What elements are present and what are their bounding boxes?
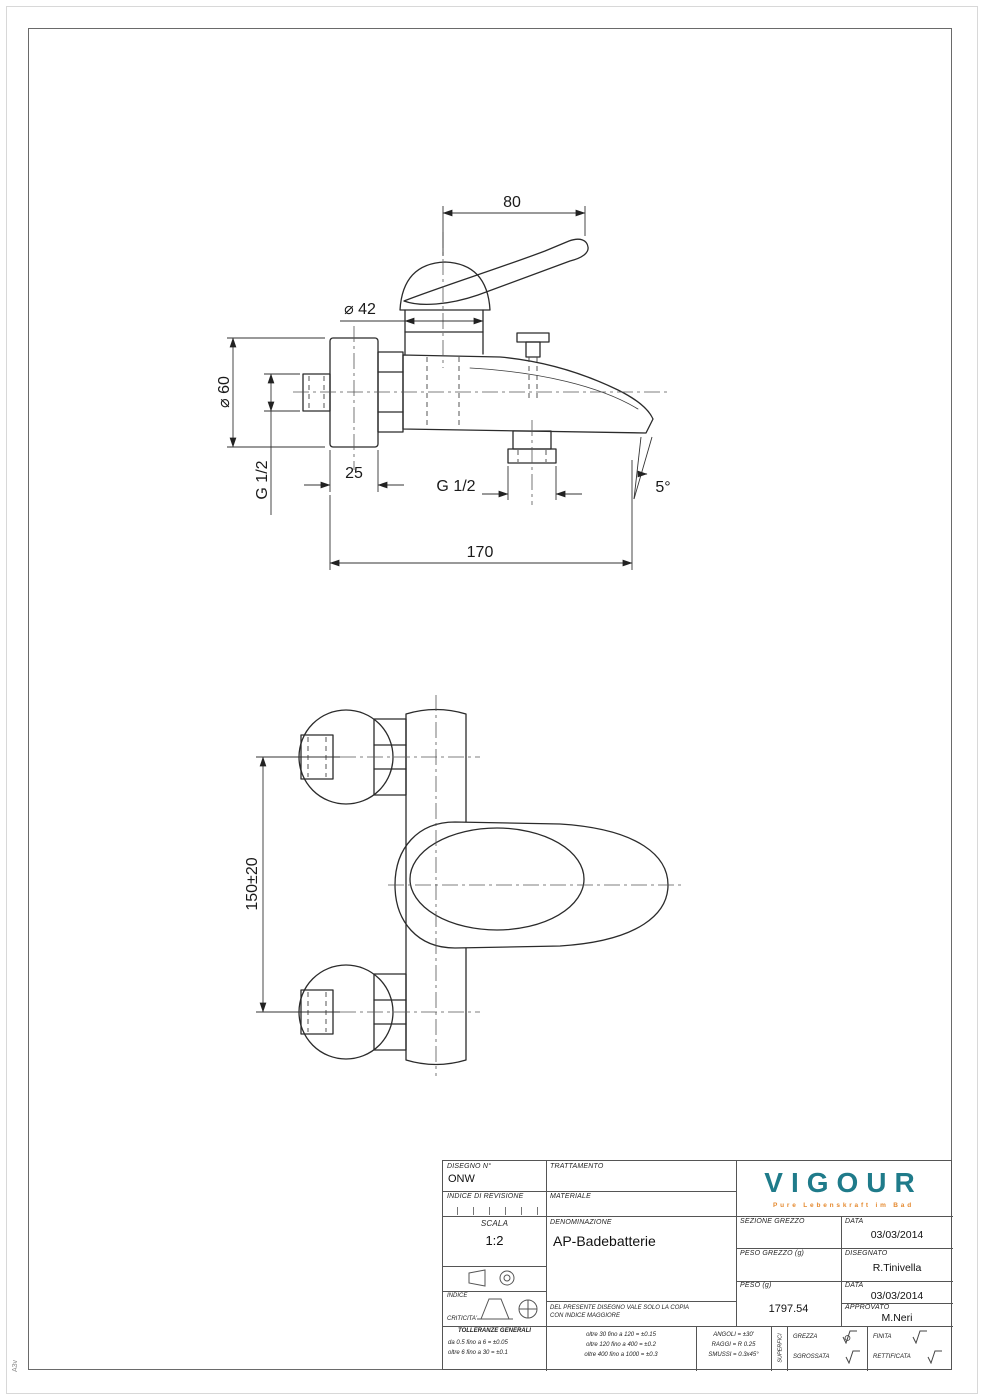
superficie-grezza: GREZZA: [793, 1334, 818, 1340]
hidden-lines: [307, 357, 547, 1032]
divider: [546, 1161, 547, 1371]
disegnato-value: R.Tinivella: [872, 1262, 922, 1274]
denominazione-value: AP-Badebatterie: [553, 1233, 656, 1249]
divider: [443, 1191, 736, 1192]
revision-tick: [457, 1207, 458, 1215]
tolleranza-line: oltre 400 fino a 1000 = ±0.3: [584, 1352, 658, 1358]
divider: [867, 1326, 868, 1371]
dimension-lines: [227, 206, 653, 1013]
dim-thread-bottom: G 1/2: [436, 478, 475, 495]
superficie-sgrossata: SGROSSATA: [793, 1354, 830, 1360]
data2-label: DATA: [845, 1282, 864, 1289]
dim-170: 170: [467, 544, 494, 561]
superficie-rettificata: RETTIFICATA: [873, 1354, 911, 1360]
revision-tick: [505, 1207, 506, 1215]
projection-symbol-icon: [465, 1269, 525, 1287]
dim-25: 25: [345, 465, 363, 482]
dim-thread-side: G 1/2: [254, 460, 271, 499]
peso-label: PESO (g): [740, 1282, 772, 1289]
superfici-label: SUPERFICI: [777, 1333, 784, 1363]
dimension-texts: 80 ⌀ 42 ⌀ 60 G 1/2 25 G 1/2 5° 170 150±2…: [216, 194, 671, 911]
revision-tick: [473, 1207, 474, 1215]
disegnato-label: DISEGNATO: [845, 1250, 888, 1257]
tolleranze-title: TOLLERANZE GENERALI: [458, 1328, 531, 1334]
divider: [771, 1326, 772, 1371]
front-view: [298, 708, 669, 1066]
peso-grezzo-label: PESO GREZZO (g): [740, 1250, 805, 1257]
criticality-cone-icon: [475, 1295, 541, 1323]
surface-finish-grezza-icon: [841, 1330, 859, 1344]
sezione-grezzo-label: SEZIONE GREZZO: [740, 1218, 805, 1225]
centerlines: [286, 232, 684, 1076]
dim-150-tol: 150±20: [244, 857, 261, 910]
indice-label: INDICE: [447, 1293, 468, 1299]
tolleranza-raggi: RAGGI = R 0.25: [711, 1342, 756, 1348]
data1-label: DATA: [845, 1218, 864, 1225]
divider: [736, 1161, 737, 1326]
tolleranza-smussi: SMUSSI = 0.3x45°: [708, 1352, 759, 1358]
tolleranza-line: oltre 30 fino a 120 = ±0.15: [586, 1332, 656, 1338]
surface-finish-rettificata-icon: [926, 1350, 944, 1364]
approvato-value: M.Neri: [881, 1312, 913, 1324]
brand-name: VIGOUR: [764, 1167, 923, 1198]
tolleranza-line: da 0.5 fino a 6 = ±0.05: [448, 1340, 508, 1346]
note-line2: CON INDICE MAGGIORE: [550, 1313, 621, 1319]
indice-revisione-label: INDICE DI REVISIONE: [447, 1193, 524, 1200]
surface-finish-finita-icon: [911, 1330, 929, 1344]
data1-value: 03/03/2014: [870, 1229, 924, 1241]
divider: [736, 1281, 953, 1282]
materiale-label: MATERIALE: [550, 1193, 591, 1200]
tolleranza-angoli: ANGOLI = ±30': [713, 1332, 754, 1338]
divider: [546, 1301, 736, 1302]
revision-tick: [537, 1207, 538, 1215]
tolleranza-line: oltre 120 fino a 400 = ±0.2: [586, 1342, 656, 1348]
divider: [443, 1326, 953, 1327]
approvato-label: APPROVATO: [845, 1304, 890, 1311]
tolleranza-line: oltre 6 fino a 30 = ±0.1: [448, 1350, 508, 1356]
dim-angle-5: 5°: [655, 479, 670, 496]
peso-value: 1797.54: [768, 1303, 809, 1315]
scala-label: SCALA: [480, 1219, 509, 1228]
dim-diameter-42: ⌀ 42: [344, 301, 376, 318]
divider: [443, 1266, 546, 1267]
superficie-finita: FINITA: [873, 1334, 892, 1340]
divider: [443, 1291, 546, 1292]
revision-tick: [521, 1207, 522, 1215]
divider: [443, 1216, 953, 1217]
title-block: DISEGNO N° ONW INDICE DI REVISIONE SCALA…: [442, 1160, 953, 1371]
brand-logo: VIGOUR Pure Lebenskraft im Bad: [736, 1161, 951, 1216]
data2-value: 03/03/2014: [870, 1290, 924, 1302]
disegno-value: ONW: [448, 1173, 475, 1185]
disegno-label: DISEGNO N°: [447, 1163, 492, 1170]
dim-80: 80: [503, 194, 521, 211]
divider: [696, 1326, 697, 1371]
divider: [787, 1326, 788, 1371]
side-view: [302, 238, 654, 464]
revision-tick: [489, 1207, 490, 1215]
page-edge: [6, 6, 978, 1394]
brand-tagline: Pure Lebenskraft im Bad: [773, 1202, 914, 1209]
divider: [841, 1303, 953, 1304]
surface-finish-sgrossata-icon: [844, 1350, 862, 1364]
note-line1: DEL PRESENTE DISEGNO VALE SOLO LA COPIA: [550, 1305, 690, 1311]
denominazione-label: DENOMINAZIONE: [550, 1219, 612, 1226]
divider: [736, 1248, 953, 1249]
scala-value: 1:2: [485, 1233, 504, 1248]
criticita-label: CRITICITA': [447, 1316, 478, 1322]
divider: [841, 1216, 842, 1326]
dim-diameter-60: ⌀ 60: [216, 376, 233, 408]
trattamento-label: TRATTAMENTO: [550, 1163, 604, 1170]
